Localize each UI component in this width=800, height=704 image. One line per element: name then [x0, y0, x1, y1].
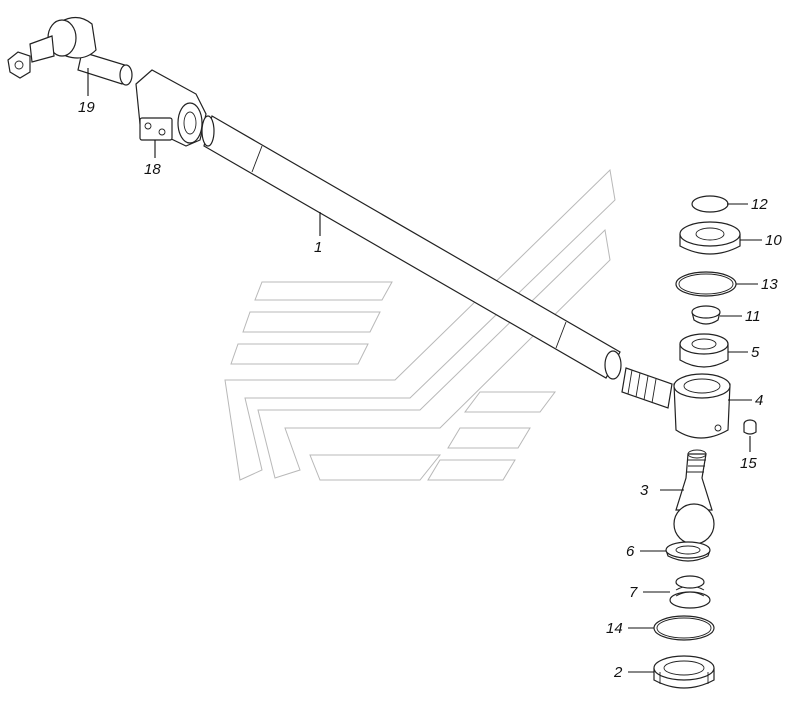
part-2-plug [653, 655, 715, 689]
label-2: 2 [613, 664, 623, 681]
part-15-grease-fitting [743, 419, 757, 435]
part-4-tie-rod-end-body [621, 367, 731, 439]
label-13: 13 [761, 276, 778, 293]
label-1: 1 [314, 239, 322, 256]
label-6: 6 [626, 543, 635, 560]
label-11: 11 [745, 308, 761, 325]
label-4: 4 [755, 392, 763, 409]
part-10-cover [679, 221, 741, 255]
part-3-ball-pin [673, 449, 715, 545]
leader-lines [87, 68, 762, 673]
watermark-logo [224, 168, 616, 481]
label-18: 18 [144, 161, 161, 178]
part-12-ring [691, 195, 729, 213]
part-7-spring [669, 575, 711, 609]
part-5-insert [679, 333, 729, 368]
part-14-ring [653, 615, 715, 641]
part-6-seat [665, 541, 711, 562]
callout-labels: 19 18 1 12 10 13 11 5 4 15 3 6 7 14 2 [78, 99, 782, 681]
part-18-clamp [135, 69, 207, 147]
label-7: 7 [629, 584, 638, 601]
label-14: 14 [606, 620, 623, 637]
label-3: 3 [640, 482, 649, 499]
part-11-bushing [691, 305, 721, 325]
part-19-tie-rod-end [7, 16, 133, 86]
label-5: 5 [751, 344, 760, 361]
label-15: 15 [740, 455, 757, 472]
label-19: 19 [78, 99, 95, 116]
part-1-tie-rod-tube [201, 115, 622, 380]
part-13-ring [675, 271, 737, 297]
label-12: 12 [751, 196, 768, 213]
label-10: 10 [765, 232, 782, 249]
